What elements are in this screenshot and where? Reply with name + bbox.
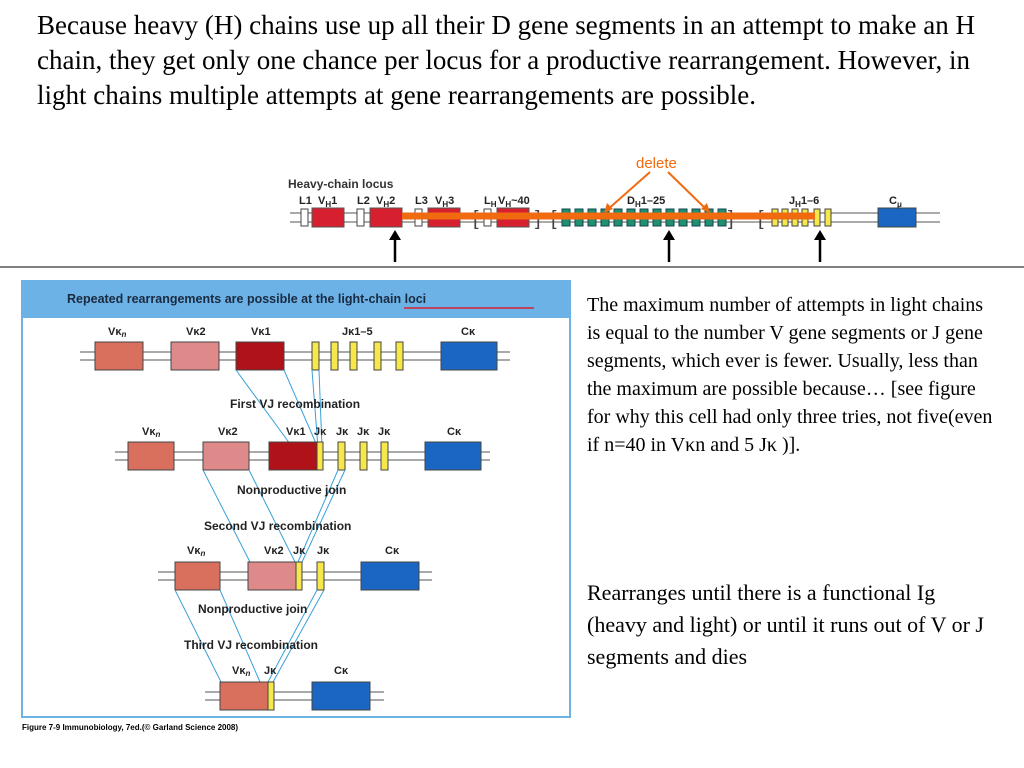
- row2-ck-label: Cκ: [447, 426, 462, 438]
- light-row-2: Vκn Vκ2 Vκ1 Jκ Jκ Jκ Jκ Cκ: [115, 426, 490, 471]
- label-vh1: VH1: [318, 195, 337, 209]
- ck-segment: [311, 681, 371, 711]
- jk-segment: [311, 341, 320, 371]
- heavy-locus-title: Heavy-chain locus: [288, 177, 394, 191]
- vkn-jk-joined-segment: [219, 681, 269, 711]
- step-third-vj: Third VJ recombination: [184, 638, 318, 652]
- vkn-segment: [127, 441, 175, 471]
- label-lh: LH: [484, 195, 497, 209]
- row2-jk-label-c: Jκ: [357, 426, 370, 438]
- row1-vk2-label: Vκ2: [186, 326, 206, 338]
- light-row-3: Vκn Vκ2 Jκ Jκ Cκ: [158, 545, 432, 591]
- delete-arrowhead-right: [701, 203, 710, 213]
- label-vhn: VH~40: [498, 195, 530, 209]
- row1-ck-label: Cκ: [461, 326, 476, 338]
- label-l3: L3: [415, 195, 428, 207]
- row2-vk1-label: Vκ1: [286, 426, 306, 438]
- vk2-segment: [202, 441, 250, 471]
- vkn-segment: [94, 341, 144, 371]
- up-arrowhead-vh2: [389, 230, 401, 240]
- jk-joined-segment: [295, 561, 303, 591]
- jh-segment: [824, 208, 832, 227]
- leader-l2: [356, 208, 365, 227]
- jk-segment: [373, 341, 382, 371]
- light-chain-figure: Repeated rearrangements are possible at …: [21, 280, 571, 718]
- row3-vkn-label: Vκn: [187, 545, 205, 558]
- vk1-segment: [235, 341, 285, 371]
- row3-jk-label-b: Jκ: [317, 545, 330, 557]
- ck-segment: [440, 341, 498, 371]
- vk1-jk-joined-segment: [268, 441, 318, 471]
- row2-jk-label-a: Jκ: [314, 426, 327, 438]
- delete-arrow-left: [605, 171, 651, 212]
- side-text-max-attempts: The maximum number of attempts in light …: [587, 294, 993, 456]
- row2-vkn-label: Vκn: [142, 426, 160, 439]
- cmu-segment: [877, 207, 917, 228]
- side-text-rearranges: Rearranges until there is a functional I…: [587, 580, 984, 669]
- row1-vk1-label: Vκ1: [251, 326, 271, 338]
- recombination-lines-3: [174, 589, 325, 683]
- label-dh: DH1–25: [627, 195, 665, 209]
- step-nonproductive-2: Nonproductive join: [198, 602, 307, 616]
- label-cmu: Cμ: [889, 195, 902, 209]
- row2-jk-label-b: Jκ: [336, 426, 349, 438]
- vkn-segment: [174, 561, 221, 591]
- jk-segment: [337, 441, 346, 471]
- row4-ck-label: Cκ: [334, 665, 349, 677]
- label-jh: JH1–6: [789, 195, 819, 209]
- light-row-4: Vκn Jκ Cκ: [205, 665, 384, 711]
- jk-joined-segment: [267, 681, 275, 711]
- vh1-segment: [311, 207, 345, 228]
- figure-caption: Figure 7-9 Immunobiology, 7ed.(© Garland…: [22, 723, 239, 732]
- delete-label: delete: [636, 155, 677, 172]
- leader-l1: [300, 208, 309, 227]
- figure-header-bar: [23, 282, 569, 318]
- label-l2: L2: [357, 195, 370, 207]
- row2-vk2-label: Vκ2: [218, 426, 238, 438]
- slide-title-text: Because heavy (H) chains use up all thei…: [37, 10, 975, 110]
- recombination-lines-2: [202, 469, 346, 563]
- jk-joined-segment: [316, 441, 324, 471]
- step-nonproductive-1: Nonproductive join: [237, 483, 346, 497]
- vk2-segment: [170, 341, 220, 371]
- row3-jk-label-a: Jκ: [293, 545, 306, 557]
- jk-segment: [349, 341, 358, 371]
- delete-arrowhead-left: [604, 203, 613, 213]
- jk-segment: [380, 441, 389, 471]
- jk-segment: [359, 441, 368, 471]
- light-row-1: Vκn Vκ2 Vκ1 Jκ1–5 Cκ: [80, 326, 510, 371]
- delete-arrow-right: [667, 171, 709, 212]
- pointer-arrows: [389, 230, 826, 262]
- jk-segment: [316, 561, 325, 591]
- row3-vk2-label: Vκ2: [264, 545, 284, 557]
- label-vh2: VH2: [376, 195, 395, 209]
- row4-jk-label: Jκ: [264, 665, 277, 677]
- recombination-lines-1: [235, 369, 323, 449]
- row1-vkn-label: Vκn: [108, 326, 126, 339]
- step-second-vj: Second VJ recombination: [204, 519, 351, 533]
- row2-jk-label-d: Jκ: [378, 426, 391, 438]
- row1-jk-label: Jκ1–5: [342, 326, 373, 338]
- up-arrowhead-jh: [814, 230, 826, 240]
- ck-segment: [424, 441, 482, 471]
- jk-segment: [330, 341, 339, 371]
- up-arrowhead-dh: [663, 230, 675, 240]
- step-first-vj: First VJ recombination: [230, 397, 360, 411]
- heavy-chain-locus-diagram: Heavy-chain locus [ ] [ ] [: [0, 155, 1024, 268]
- ck-segment: [360, 561, 420, 591]
- row4-vkn-label: Vκn: [232, 665, 250, 678]
- vk2-segment: [247, 561, 297, 591]
- label-vh3: VH3: [435, 195, 454, 209]
- row3-ck-label: Cκ: [385, 545, 400, 557]
- figure-header-text: Repeated rearrangements are possible at …: [67, 292, 426, 306]
- jk-segment: [395, 341, 404, 371]
- label-l1: L1: [299, 195, 312, 207]
- vh2-segment: [369, 207, 403, 228]
